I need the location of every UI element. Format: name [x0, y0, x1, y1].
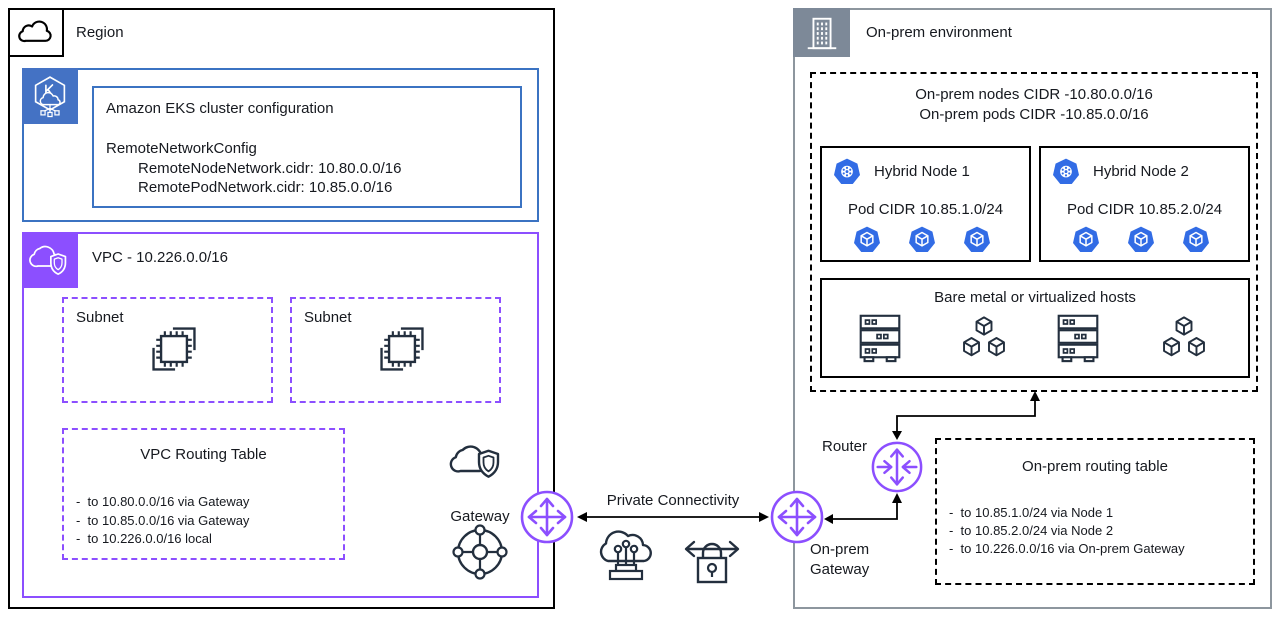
onprem-gateway-icon	[769, 489, 825, 545]
pod-icon	[1071, 225, 1101, 255]
vpc-transit-gateway-icon	[519, 489, 575, 545]
route-entry: - to 10.85.1.0/24 via Node 1	[949, 505, 1114, 520]
gateway-cloud-shield-icon	[448, 437, 508, 489]
server-rack-icon	[852, 310, 908, 364]
vpn-lock-icon	[681, 532, 743, 586]
onprem-pods-cidr: On-prem pods CIDR -10.85.0.0/16	[919, 106, 1149, 123]
eks-config-line: RemoteNetworkConfig	[106, 140, 257, 157]
vpc-cloud-shield-icon	[26, 236, 74, 284]
onprem-label: On-prem environment	[866, 24, 1012, 41]
virtual-private-gateway-icon	[452, 524, 508, 580]
building-icon	[801, 14, 843, 52]
server-rack-icon	[1050, 310, 1106, 364]
hybrid-node-name: Hybrid Node 2	[1093, 163, 1189, 180]
eks-config-line: RemotePodNetwork.cidr: 10.85.0.0/16	[138, 179, 393, 196]
subnet-label: Subnet	[304, 309, 352, 326]
hosts-label: Bare metal or virtualized hosts	[934, 289, 1136, 306]
region-label: Region	[76, 24, 124, 41]
subnet-chip-icon	[146, 321, 202, 377]
cubes-icon	[1157, 314, 1211, 362]
route-entry: - to 10.80.0.0/16 via Gateway	[76, 494, 250, 509]
eks-icon	[22, 68, 78, 124]
private-connectivity-label: Private Connectivity	[606, 492, 740, 509]
vpc-routing-table-title: VPC Routing Table	[140, 446, 267, 463]
onprem-routing-table-title: On-prem routing table	[1022, 458, 1168, 475]
route-entry: - to 10.226.0.0/16 via On-prem Gateway	[949, 541, 1185, 556]
subnet-box-1: Subnet	[62, 297, 273, 403]
subnet-box-2: Subnet	[290, 297, 501, 403]
eks-cluster-box	[22, 68, 539, 222]
kubernetes-node-icon	[832, 157, 862, 187]
hosts-router-connector	[892, 391, 1040, 440]
subnet-label: Subnet	[76, 309, 124, 326]
private-connectivity-arrow	[577, 512, 769, 522]
pod-icon	[907, 225, 937, 255]
cloud-icon	[16, 19, 56, 47]
hybrid-node-1-box: Hybrid Node 1 Pod CIDR 10.85.1.0/24	[820, 146, 1031, 262]
cubes-icon	[957, 314, 1011, 362]
onprem-routing-table: On-prem routing table - to 10.85.1.0/24 …	[935, 438, 1255, 585]
pod-icon	[1126, 225, 1156, 255]
onprem-gateway-label-line2: Gateway	[810, 561, 870, 578]
route-entry: - to 10.85.2.0/24 via Node 2	[949, 523, 1114, 538]
route-entry: - to 10.85.0.0/16 via Gateway	[76, 513, 250, 528]
router-label: Router	[822, 438, 868, 455]
router-gateway-connector	[824, 493, 902, 524]
onprem-cidr-box	[810, 72, 1258, 392]
hybrid-node-name: Hybrid Node 1	[874, 163, 970, 180]
vpc-container	[22, 232, 539, 598]
pod-cidr-label: Pod CIDR 10.85.2.0/24	[1066, 201, 1223, 218]
gateway-label: Gateway	[450, 508, 510, 525]
vpc-icon	[22, 232, 78, 288]
onprem-corner-badge	[793, 8, 850, 57]
region-corner-badge	[8, 8, 64, 57]
direct-connect-icon	[594, 524, 658, 586]
pod-icon	[1181, 225, 1211, 255]
subnet-chip-icon	[374, 321, 430, 377]
vpc-label: VPC - 10.226.0.0/16	[92, 249, 228, 266]
kubernetes-node-icon	[1051, 157, 1081, 187]
eks-kubernetes-icon	[27, 73, 73, 119]
eks-config-line: RemoteNodeNetwork.cidr: 10.80.0.0/16	[138, 160, 402, 177]
pod-icon	[962, 225, 992, 255]
onprem-gateway-label-line1: On-prem	[810, 541, 870, 558]
pod-cidr-label: Pod CIDR 10.85.1.0/24	[847, 201, 1004, 218]
region-container	[8, 8, 555, 609]
pod-icon	[852, 225, 882, 255]
bare-metal-hosts-box: Bare metal or virtualized hosts	[820, 278, 1250, 378]
onprem-container	[793, 8, 1272, 609]
eks-config-inner-box	[92, 86, 522, 208]
onprem-nodes-cidr: On-prem nodes CIDR -10.80.0.0/16	[915, 86, 1153, 103]
eks-config-title: Amazon EKS cluster configuration	[106, 100, 334, 117]
vpc-routing-table: VPC Routing Table - to 10.80.0.0/16 via …	[62, 428, 345, 560]
router-icon	[870, 440, 924, 494]
hybrid-node-2-box: Hybrid Node 2 Pod CIDR 10.85.2.0/24	[1039, 146, 1250, 262]
route-entry: - to 10.226.0.0/16 local	[76, 531, 212, 546]
